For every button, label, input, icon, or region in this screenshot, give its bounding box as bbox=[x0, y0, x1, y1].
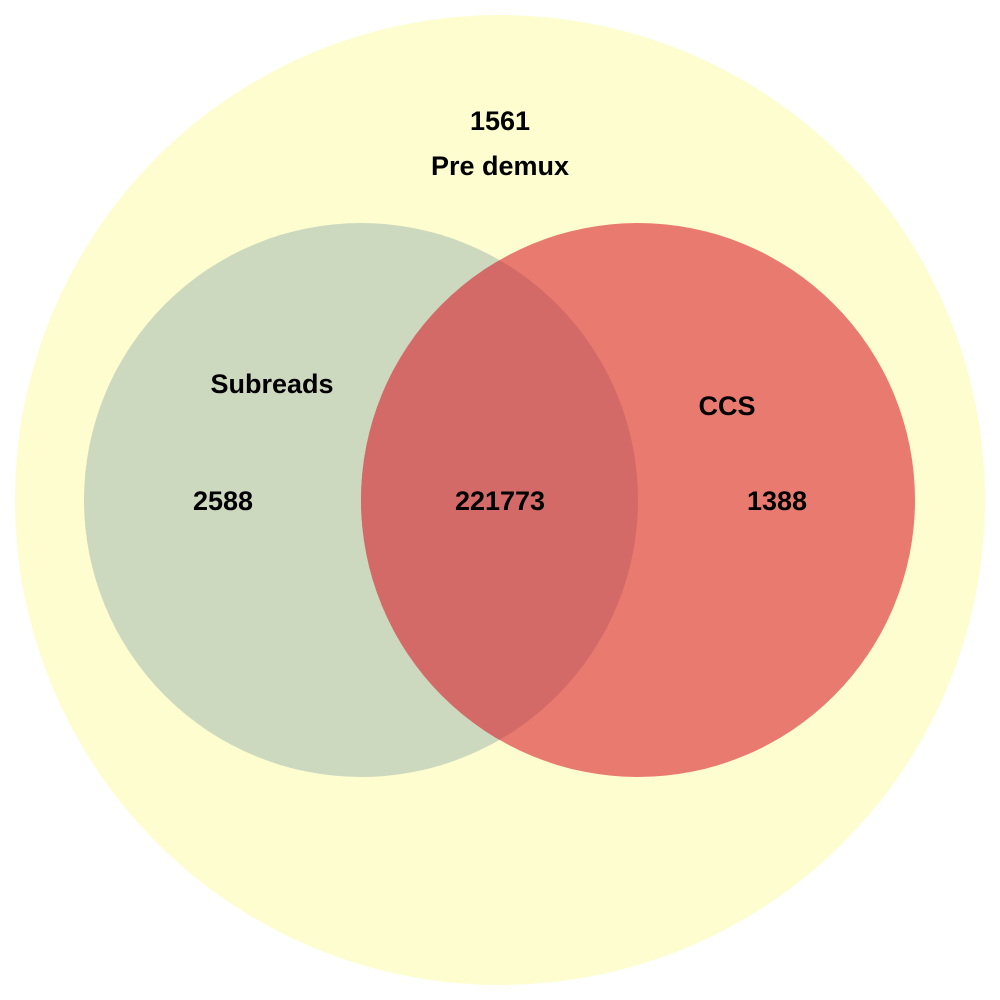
subreads-set-name: Subreads bbox=[210, 369, 333, 399]
outer-set-count: 1561 bbox=[470, 106, 530, 136]
outer-set-name: Pre demux bbox=[431, 151, 569, 181]
ccs-only-count: 1388 bbox=[747, 486, 807, 516]
intersection-region bbox=[361, 223, 638, 777]
intersection-count: 221773 bbox=[455, 486, 545, 516]
subreads-only-count: 2588 bbox=[193, 486, 253, 516]
ccs-set-name: CCS bbox=[698, 391, 755, 421]
